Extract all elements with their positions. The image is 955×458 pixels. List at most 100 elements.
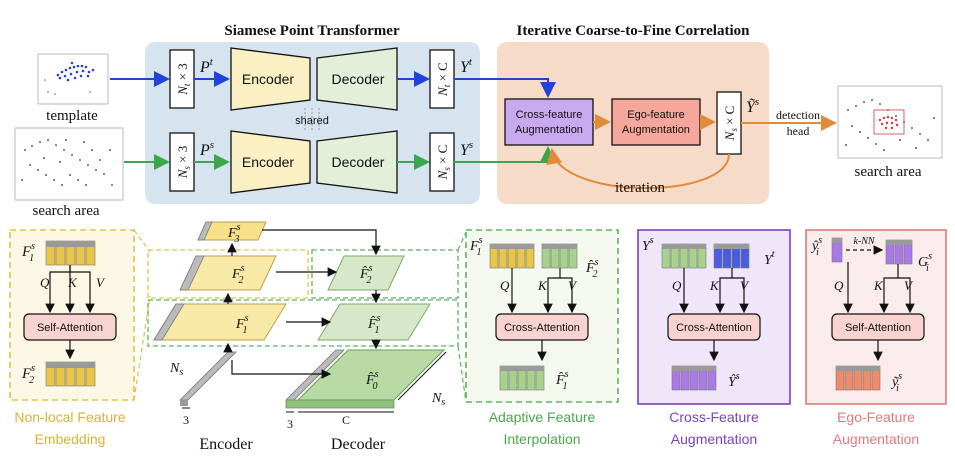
encoder-search: Encoder	[230, 130, 311, 194]
svg-text:Ns × 3: Ns × 3	[175, 146, 192, 180]
svg-text:K: K	[67, 275, 78, 290]
svg-text:Self-Attention: Self-Attention	[845, 322, 911, 334]
template-output-dim: Nt × C	[429, 49, 455, 109]
svg-text:Cross-Attention: Cross-Attention	[504, 322, 580, 334]
svg-text:Q: Q	[672, 278, 682, 293]
ytilde-label: Ỹs	[746, 96, 759, 116]
decoder-bottom-label: Decoder	[331, 436, 386, 453]
head-label: head	[787, 124, 810, 138]
svg-text:Nt × C: Nt × C	[435, 62, 452, 97]
adaptive-tokens-fh2	[541, 243, 578, 269]
svg-text:K: K	[537, 278, 548, 293]
svg-text:F̂s1: F̂s1	[367, 313, 381, 336]
crossfeat-tokens-yt	[713, 243, 750, 269]
svg-text:Fs3: Fs3	[227, 222, 241, 245]
svg-text:ŷsi: ŷsi	[810, 235, 822, 258]
svg-text:Fs1: Fs1	[21, 241, 35, 264]
search-area-label-right: search area	[854, 164, 921, 180]
svg-text:Decoder: Decoder	[332, 71, 385, 87]
iteration-label: iteration	[615, 180, 665, 196]
template-pointcloud	[37, 53, 109, 105]
egofeat-caption-1: Ego-Feature	[837, 409, 915, 425]
nonlocal-output-tokens	[45, 361, 96, 387]
svg-text:Ns × C: Ns × C	[722, 106, 739, 142]
svg-text:Fs2: Fs2	[231, 263, 245, 286]
svg-text:V: V	[568, 278, 578, 293]
egofeat-group-tokens	[885, 239, 913, 265]
ego-feature-block: Ego-feature Augmentation	[611, 98, 701, 146]
svg-text:Augmentation: Augmentation	[515, 124, 583, 136]
svg-text:3: 3	[183, 413, 189, 427]
svg-text:Ego-feature: Ego-feature	[627, 109, 684, 121]
encoder-bottom-label: Encoder	[199, 436, 253, 453]
svg-text:Ŷs: Ŷs	[728, 371, 740, 390]
cross-feature-block: Cross-feature Augmentation	[504, 98, 594, 146]
svg-text:F̂s1: F̂s1	[555, 369, 569, 392]
svg-text:Encoder: Encoder	[242, 154, 294, 170]
ps-label: Ps	[199, 139, 214, 159]
svg-text:Augmentation: Augmentation	[622, 124, 690, 136]
final-dim-box: Ns × C	[716, 91, 742, 155]
svg-text:Yt: Yt	[764, 249, 775, 268]
crossfeat-output-tokens	[671, 365, 717, 391]
svg-text:Self-Attention: Self-Attention	[37, 322, 103, 334]
svg-text:ỹsi: ỹsi	[890, 371, 902, 394]
template-input-dim: Nt × 3	[169, 49, 195, 109]
ys-label: Ys	[460, 139, 473, 159]
nonlocal-input-tokens	[45, 240, 96, 266]
svg-text:V: V	[96, 275, 106, 290]
nonlocal-caption-1: Non-local Feature	[14, 409, 125, 425]
template-label: template	[46, 108, 98, 124]
adaptive-caption-2: Interpolation	[503, 431, 580, 447]
encoder-template: Encoder	[230, 47, 311, 111]
iteration-loop-arrow	[546, 148, 730, 189]
adaptive-tokens-f1	[489, 243, 535, 269]
svg-text:K: K	[709, 278, 720, 293]
svg-text:V: V	[740, 278, 750, 293]
svg-text:Gsi: Gsi	[918, 251, 932, 274]
svg-text:Cross-Attention: Cross-Attention	[676, 322, 752, 334]
svg-text:Q: Q	[40, 275, 50, 290]
svg-text:k-NN: k-NN	[853, 236, 875, 247]
svg-text:F̂s2: F̂s2	[585, 257, 599, 280]
svg-text:Ns: Ns	[169, 361, 183, 378]
svg-text:Q: Q	[500, 278, 510, 293]
crossfeat-caption-2: Augmentation	[671, 431, 757, 447]
search-output-dim: Ns × C	[429, 132, 455, 192]
crossfeat-panel: Ys Yt Q K V Cross-Attention	[637, 229, 791, 405]
shared-label: shared	[295, 115, 329, 127]
svg-text:Ns × C: Ns × C	[435, 145, 452, 181]
decoder-search: Decoder	[316, 130, 398, 194]
decoder-template: Decoder	[316, 47, 398, 111]
svg-text:K: K	[873, 278, 884, 293]
adaptive-output-tokens	[499, 365, 545, 391]
egofeat-output-tokens	[835, 365, 881, 391]
svg-text:C: C	[342, 413, 350, 427]
svg-text:Fs1: Fs1	[235, 313, 249, 336]
egofeat-caption-2: Augmentation	[833, 431, 919, 447]
adaptive-caption-1: Adaptive Feature	[489, 409, 596, 425]
svg-text:3: 3	[287, 417, 293, 431]
detection-label: detection	[776, 108, 820, 122]
svg-text:F̂s2: F̂s2	[359, 263, 373, 286]
svg-text:Nt × 3: Nt × 3	[175, 63, 192, 96]
shared-indicator	[304, 108, 320, 132]
svg-text:Cross-feature: Cross-feature	[516, 109, 583, 121]
search-area-label-left: search area	[32, 203, 99, 219]
svg-text:Ns: Ns	[431, 391, 445, 408]
svg-text:Decoder: Decoder	[332, 154, 385, 170]
svg-text:F̂s0: F̂s0	[365, 369, 379, 392]
yt-label: Yt	[460, 56, 473, 76]
siamese-title: Siamese Point Transformer	[224, 23, 400, 39]
svg-text:Q: Q	[834, 278, 844, 293]
iterative-title: Iterative Coarse-to-Fine Correlation	[517, 23, 751, 39]
svg-text:Encoder: Encoder	[242, 71, 294, 87]
svg-text:Fs2: Fs2	[21, 363, 35, 386]
search-pointcloud-left	[14, 127, 124, 201]
svg-text:Ys: Ys	[642, 235, 654, 254]
search-input-dim: Ns × 3	[169, 132, 195, 192]
